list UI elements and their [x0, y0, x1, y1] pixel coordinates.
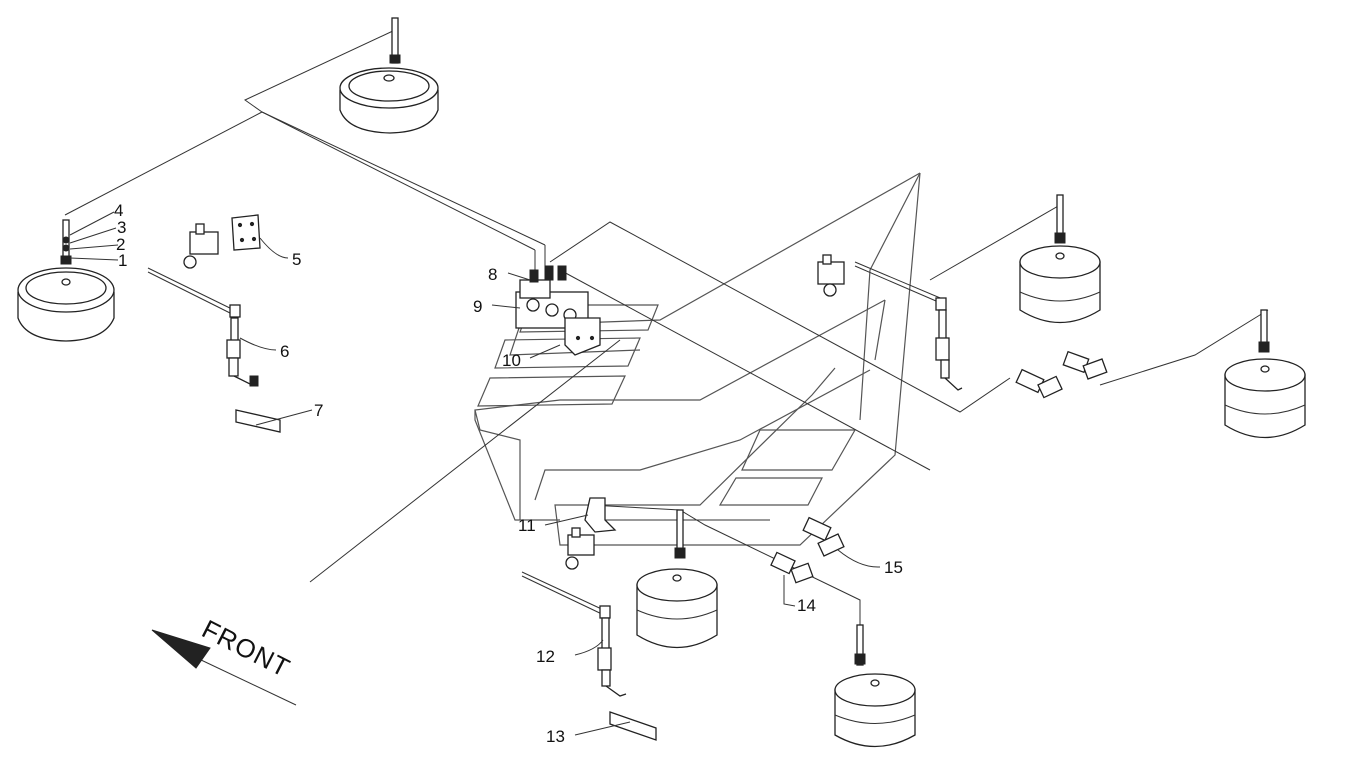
callout-15: 15	[884, 558, 903, 577]
callout-5: 5	[292, 250, 301, 269]
air-spring-right-upper	[1019, 194, 1101, 324]
front-label: FRONT	[197, 614, 295, 684]
air-lines	[64, 29, 1269, 640]
callout-6: 6	[280, 342, 289, 361]
air-spring-bottom-right	[834, 624, 916, 748]
air-spring-top	[339, 17, 439, 134]
bracket-11	[584, 497, 617, 533]
plate-7	[235, 409, 281, 433]
callout-9: 9	[473, 297, 482, 316]
leveling-valve-lower	[521, 527, 627, 697]
leveling-valve-left	[147, 223, 259, 387]
leader-lines	[69, 211, 881, 736]
callout-10: 10	[502, 351, 521, 370]
leveling-valve-right	[817, 254, 963, 391]
callout-7: 7	[314, 401, 323, 420]
front-direction-indicator: FRONT	[151, 614, 297, 706]
callout-3: 3	[117, 218, 126, 237]
air-spring-left	[17, 219, 115, 342]
callout-14: 14	[797, 596, 816, 615]
callouts: 1 2 3 4 5 6 7 8 9 10 11 12 13 14 15	[114, 201, 903, 746]
fittings-right	[1015, 350, 1108, 399]
bracket-10	[564, 317, 601, 356]
fitting-15	[802, 516, 845, 557]
control-valve-8-9	[515, 265, 589, 329]
air-spring-right-lower	[1224, 309, 1306, 439]
callout-12: 12	[536, 647, 555, 666]
callout-2: 2	[116, 235, 125, 254]
fitting-14	[770, 551, 814, 584]
callout-1: 1	[118, 251, 127, 270]
bracket-plate-5	[231, 214, 261, 251]
chevron-watermark	[474, 172, 921, 546]
callout-4: 4	[114, 201, 123, 220]
callout-13: 13	[546, 727, 565, 746]
callout-11: 11	[518, 516, 536, 535]
plate-13	[609, 711, 657, 741]
air-spring-bottom-left	[636, 509, 718, 649]
callout-8: 8	[488, 265, 497, 284]
